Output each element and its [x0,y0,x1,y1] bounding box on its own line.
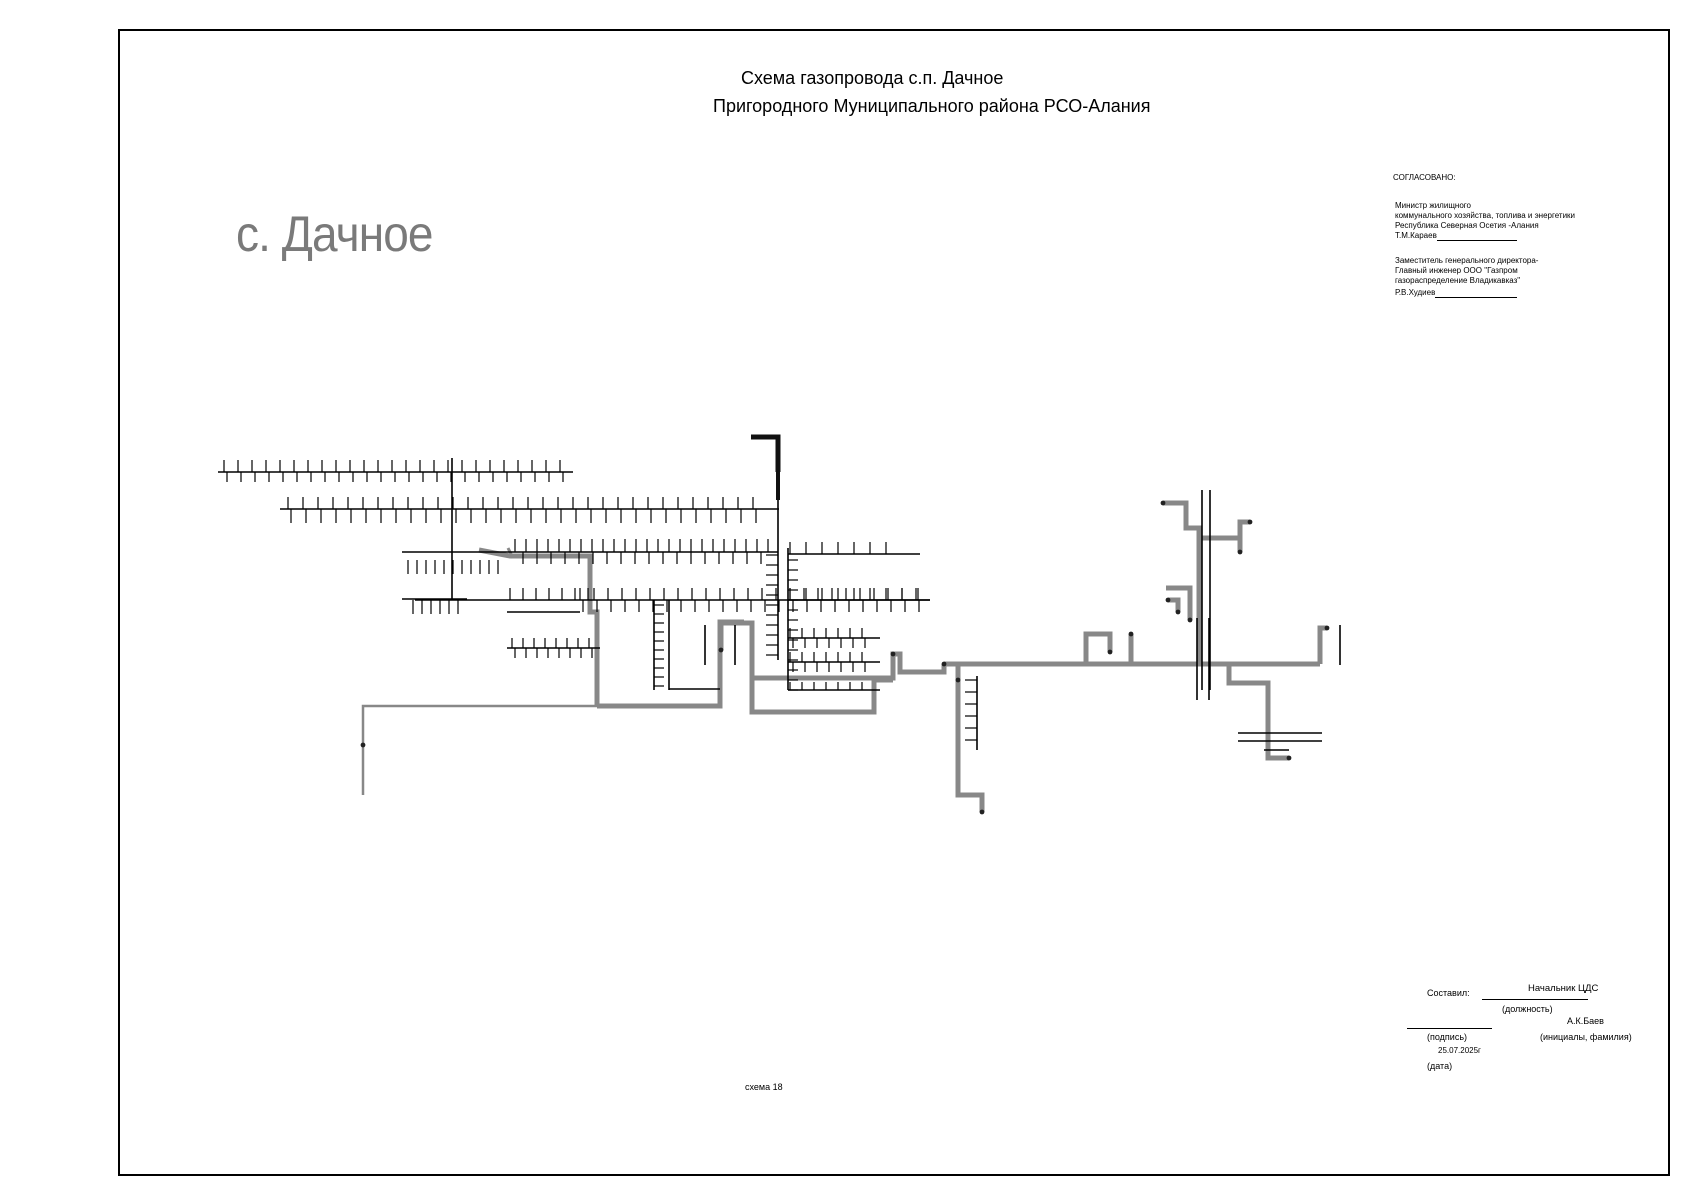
pipeline-node-marker [1247,519,1253,525]
pipeline-node-marker [1165,597,1171,603]
pipeline-node-marker [1324,625,1330,631]
approval-deputy-line: газораспределение Владикавказ" [1395,276,1521,285]
riser-pipe [751,434,781,472]
main-pipe-segment [597,619,744,709]
distribution-pipelines [218,434,1341,751]
signature-line [1436,232,1517,241]
compiled-signature-line [1407,1028,1492,1029]
pipeline-node-marker [890,651,896,657]
title-line-2: Пригородного Муниципального района РСО-А… [713,96,1151,116]
main-pipe-segment [749,630,893,715]
pipeline-node-marker [360,742,366,748]
approval-deputy: Заместитель генерального директора- Глав… [1395,256,1538,298]
approval-minister-line: коммунального хозяйства, топлива и энерг… [1395,211,1576,220]
approval-deputy-name: Р.В.Худиев [1395,288,1436,297]
compiled-date: 25.07.2025г [1438,1046,1481,1055]
pipeline-node-marker [1187,617,1193,623]
pipeline-node-marker [718,647,724,653]
approval-deputy-signature: Р.В.Худиев [1395,288,1538,298]
pipeline-node-marker [1286,755,1292,761]
service-connections [223,460,977,741]
compiled-signature-caption: (подпись) [1427,1032,1468,1042]
main-pipe-segment [1083,631,1113,664]
main-pipe-segment [1226,664,1289,761]
pipeline-node-marker [955,677,961,683]
main-pipe-segment [1168,597,1181,612]
main-pipe-segment [1317,625,1327,664]
compiled-name-caption: (инициалы, фамилия) [1540,1032,1632,1042]
approval-minister-line: Республика Северная Осетия -Алания [1395,221,1539,230]
approval-deputy-line: Главный инженер ООО "Газпром [1395,266,1518,275]
pipeline-node-marker [1128,631,1134,637]
main-pipe-segment [1163,500,1202,664]
main-pipe-segment [478,547,600,706]
village-label: с. Дачное [236,206,433,262]
pipeline-node-marker [1107,649,1113,655]
approval-minister-line: Министр жилищного [1395,201,1471,210]
pipeline-node-marker [1175,609,1181,615]
approval-minister-name: Т.М.Караев [1395,231,1437,240]
compiled-label: Составил: [1427,988,1470,998]
main-pipe-segment [1166,585,1193,620]
compiled-position: Начальник ЦДС [1528,983,1599,994]
main-pipe-segment [506,547,515,559]
drawing-frame [118,29,1670,1176]
main-pipe-segment [361,704,720,795]
main-pipe-segment [955,664,985,812]
compiled-date-caption: (дата) [1427,1061,1453,1071]
pipeline-node-marker [1160,500,1166,506]
compiled-name: А.К.Баев [1567,1016,1604,1026]
main-pipe-segment [1199,519,1250,541]
approval-minister-signature: Т.М.Караев [1395,231,1575,241]
scheme-number: схема 18 [745,1082,783,1092]
pipeline-node-marker [979,809,985,815]
pipeline-markers [360,500,1330,815]
main-pipelines [361,500,1327,812]
compiled-position-caption: (должность) [1502,1004,1553,1014]
compiled-position-line [1482,999,1588,1000]
approval-minister: Министр жилищного коммунального хозяйств… [1395,201,1575,241]
approval-heading: СОГЛАСОВАНО: [1393,173,1456,182]
approval-deputy-line: Заместитель генерального директора- [1395,256,1539,265]
title-line-1: Схема газопровода с.п. Дачное [741,68,1004,88]
pipeline-node-marker [1237,549,1243,555]
signature-line [1435,289,1518,298]
pipeline-node-marker [941,661,947,667]
